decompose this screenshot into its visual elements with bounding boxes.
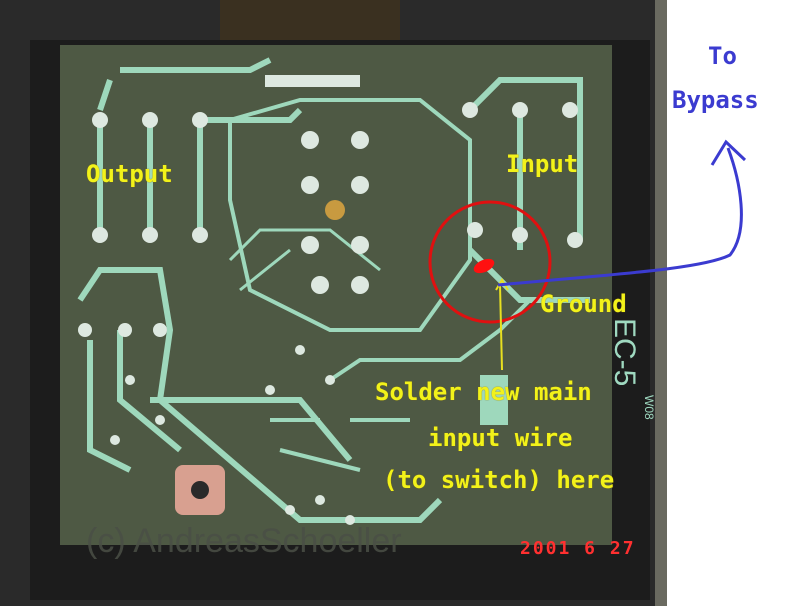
pcb-traces <box>77 57 590 523</box>
resistor <box>480 375 508 425</box>
date-stamp: 2001 6 27 <box>520 538 636 559</box>
center-screw <box>325 200 345 220</box>
solder-instruction-line3: (to switch) here <box>383 466 615 494</box>
to-bypass-label-line1: To <box>708 42 737 70</box>
output-label: Output <box>86 160 173 188</box>
board-small-text: W08 <box>642 395 656 420</box>
bypass-arrowhead <box>710 139 747 166</box>
input-label: Input <box>506 150 579 178</box>
enclosure-edge <box>655 0 667 606</box>
solder-instruction-line2: input wire <box>428 424 573 452</box>
board-model-text: EC-5 <box>608 318 641 387</box>
solder-instruction-line1: Solder new main <box>375 378 592 406</box>
solder-pads <box>78 75 583 525</box>
solder-point-marker <box>473 258 495 274</box>
highlight-circle <box>428 200 552 324</box>
wires <box>220 0 400 40</box>
solder-pointer-line <box>499 284 503 371</box>
ground-pad-hole <box>191 481 209 499</box>
solder-pointer-arrowhead <box>495 278 509 291</box>
ground-label: Ground <box>540 290 627 318</box>
watermark: (c) AndreasSchoeller <box>86 522 402 560</box>
bypass-arrow-line <box>497 147 743 287</box>
to-bypass-label-line2: Bypass <box>672 86 759 114</box>
